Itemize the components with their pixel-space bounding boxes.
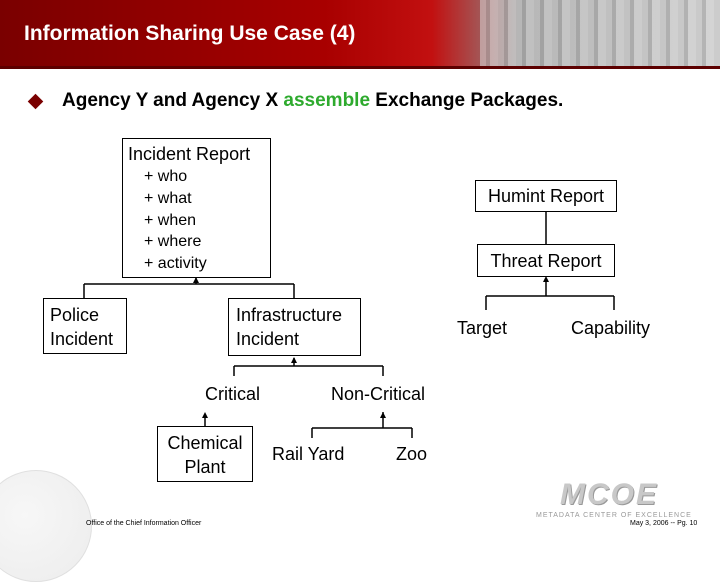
mcoe-logo: MCOE [560,478,658,512]
infrastructure-incident-box: Infrastructure Incident [228,298,361,356]
footer-office: Office of the Chief Information Officer [86,520,201,527]
attribute-activity: + activity [144,253,207,275]
incident-report-title: Incident Report [128,142,250,166]
attribute-when: + when [144,210,207,232]
incident-report-attributes: + who + what + when + where + activity [144,166,207,275]
capability-label: Capability [571,316,650,340]
police-incident-box: Police Incident [43,298,127,354]
zoo-label: Zoo [396,442,427,466]
rail-yard-label: Rail Yard [272,442,344,466]
target-label: Target [457,316,507,340]
attribute-where: + where [144,231,207,253]
attribute-who: + who [144,166,207,188]
arrow-critical [202,412,208,418]
arrow-infrastructure [291,357,297,363]
threat-report-box: Threat Report [477,244,615,277]
footer-date-page: May 3, 2006 -- Pg. 10 [630,520,697,527]
critical-label: Critical [205,382,260,406]
non-critical-label: Non-Critical [331,382,425,406]
mcoe-logo-subtitle: METADATA CENTER OF EXCELLENCE [536,512,692,519]
attribute-what: + what [144,188,207,210]
humint-report-box: Humint Report [475,180,617,212]
chemical-plant-box: Chemical Plant [157,426,253,482]
arrow-non-critical [380,412,386,418]
